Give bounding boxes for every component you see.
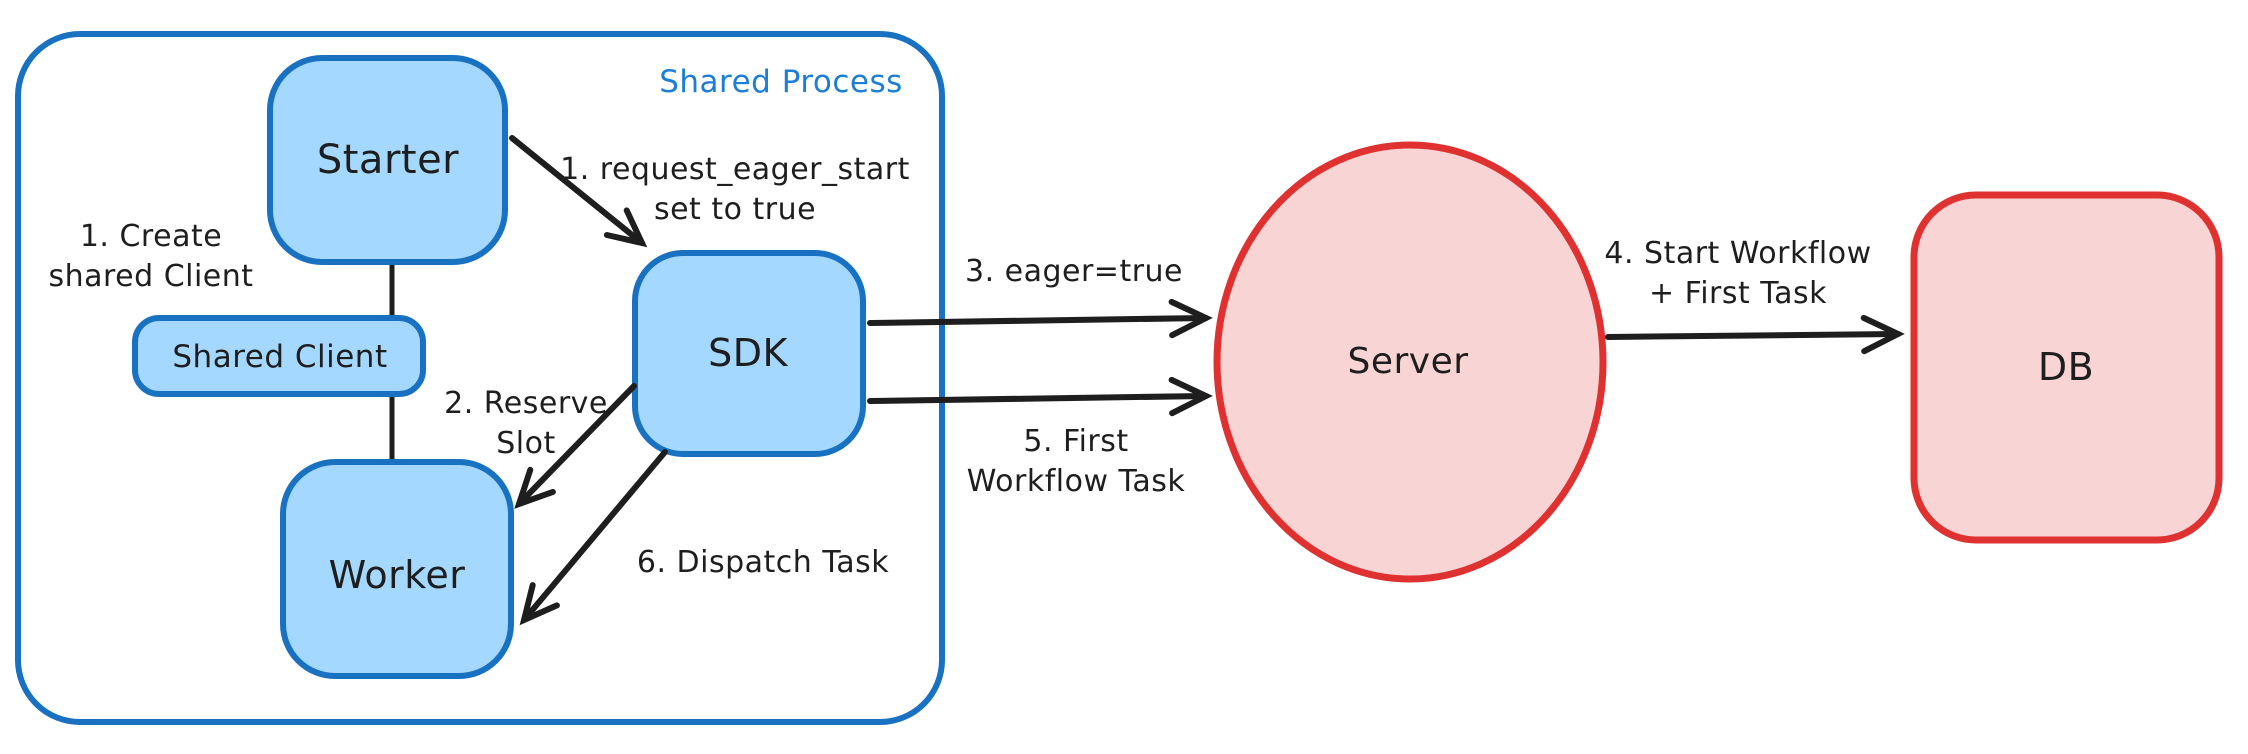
shared-client-label: Shared Client xyxy=(172,339,388,375)
starter-label: Starter xyxy=(316,137,460,183)
worker-node xyxy=(280,459,514,679)
arrow-dispatch-task xyxy=(519,449,668,626)
start-workflow-line1: 4. Start Workflow xyxy=(1604,236,1872,271)
create-shared-client-line1: 1. Create xyxy=(79,219,223,254)
arrow-reserve-slot xyxy=(514,383,637,509)
shared-process-frame xyxy=(15,31,945,725)
db-label: DB xyxy=(2037,345,2095,389)
request-eager-start-line1: 1. request_eager_start xyxy=(560,152,910,187)
shared-process-label: Shared Process xyxy=(659,64,903,100)
first-workflow-task-line2: Workflow Task xyxy=(966,464,1186,499)
server-label: Server xyxy=(1347,341,1469,382)
arrow-first-workflow-task xyxy=(867,376,1213,417)
sdk-label: SDK xyxy=(708,331,788,375)
server-node xyxy=(1213,141,1607,583)
sdk-node xyxy=(632,250,866,457)
arrow-request-eager-start xyxy=(509,135,648,248)
request-eager-start-annotation: 1. request_eager_start set to true xyxy=(560,150,910,230)
create-shared-client-annotation: 1. Create shared Client xyxy=(48,217,253,297)
db-node xyxy=(1910,191,2223,544)
eager-true-annotation: 3. eager=true xyxy=(964,254,1184,289)
start-workflow-line2: + First Task xyxy=(1648,276,1828,311)
reserve-slot-line2: Slot xyxy=(496,426,556,461)
starter-node xyxy=(267,55,508,265)
arrow-eager-true xyxy=(867,298,1213,339)
create-shared-client-line2: shared Client xyxy=(48,259,254,294)
first-workflow-task-annotation: 5. First Workflow Task xyxy=(967,422,1186,502)
start-workflow-annotation: 4. Start Workflow + First Task xyxy=(1604,234,1871,314)
first-workflow-task-line1: 5. First xyxy=(1023,424,1129,459)
shared-client-node xyxy=(132,315,426,397)
dispatch-task-annotation: 6. Dispatch Task xyxy=(636,545,890,580)
arrow-start-workflow xyxy=(1605,314,1905,355)
request-eager-start-line2: set to true xyxy=(653,192,817,227)
worker-label: Worker xyxy=(328,553,466,597)
reserve-slot-annotation: 2. Reserve Slot xyxy=(444,384,608,464)
reserve-slot-line1: 2. Reserve xyxy=(444,386,608,421)
